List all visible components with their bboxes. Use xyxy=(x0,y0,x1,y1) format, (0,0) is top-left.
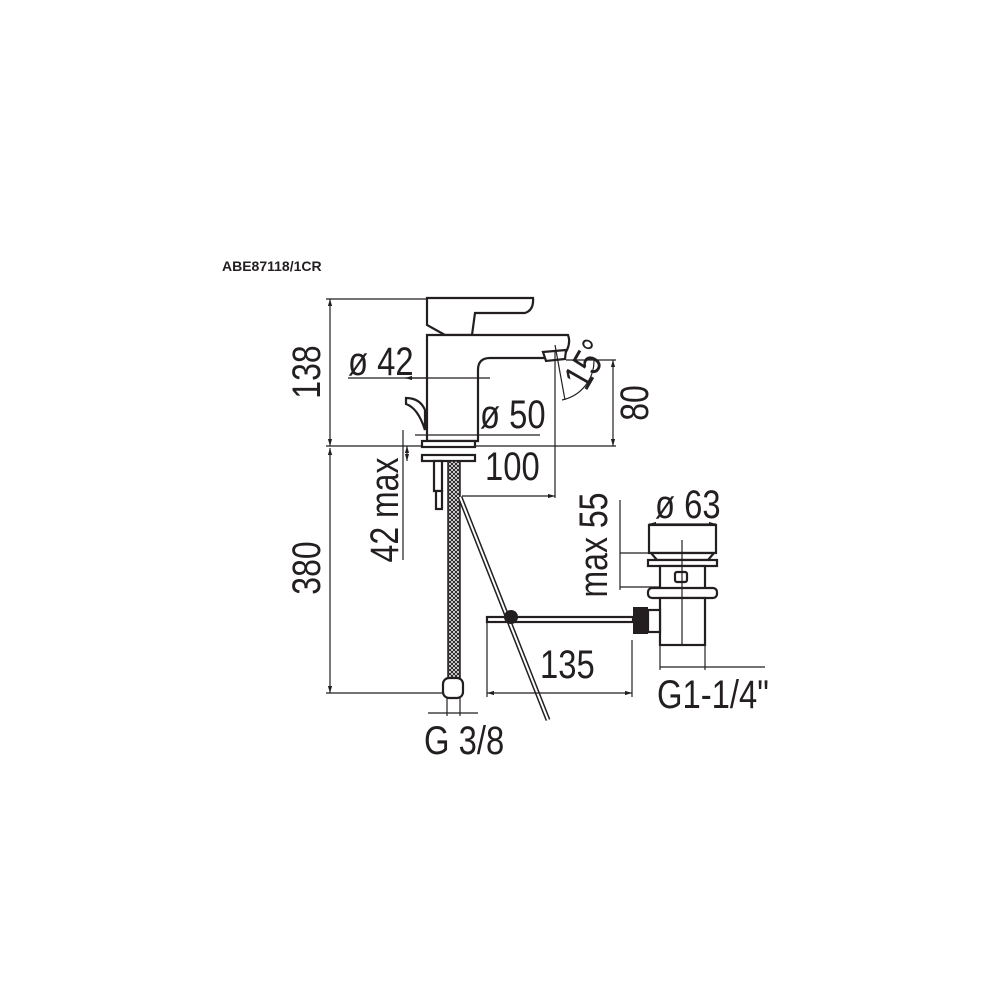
popup-rod xyxy=(457,496,648,721)
dim-diameter-63: ø 63 xyxy=(655,482,721,527)
product-code: ABE87118/1CR xyxy=(222,258,322,274)
diameter-dimensions: ø 42 ø 50 42 max xyxy=(348,339,546,563)
dim-diameter-50: ø 50 xyxy=(480,392,546,437)
dim-g1-1-4: G1-1/4" xyxy=(657,672,769,717)
dim-135: 135 xyxy=(540,642,595,687)
dim-diameter-42: ø 42 xyxy=(348,339,414,384)
drain-dimensions: ø 63 max 55 135 G1-1/4" G 3/8 xyxy=(424,482,769,763)
dim-380: 380 xyxy=(284,541,329,594)
dim-80: 80 xyxy=(612,385,657,421)
dim-138: 138 xyxy=(284,345,329,398)
faucet-body xyxy=(404,296,571,700)
dim-100: 100 xyxy=(485,444,540,489)
height-dimension: 138 380 xyxy=(284,299,333,693)
dim-max-55: max 55 xyxy=(571,493,616,598)
dim-g-3-8: G 3/8 xyxy=(424,718,504,763)
drain xyxy=(646,523,719,647)
dim-42-max: 42 max xyxy=(362,458,407,563)
